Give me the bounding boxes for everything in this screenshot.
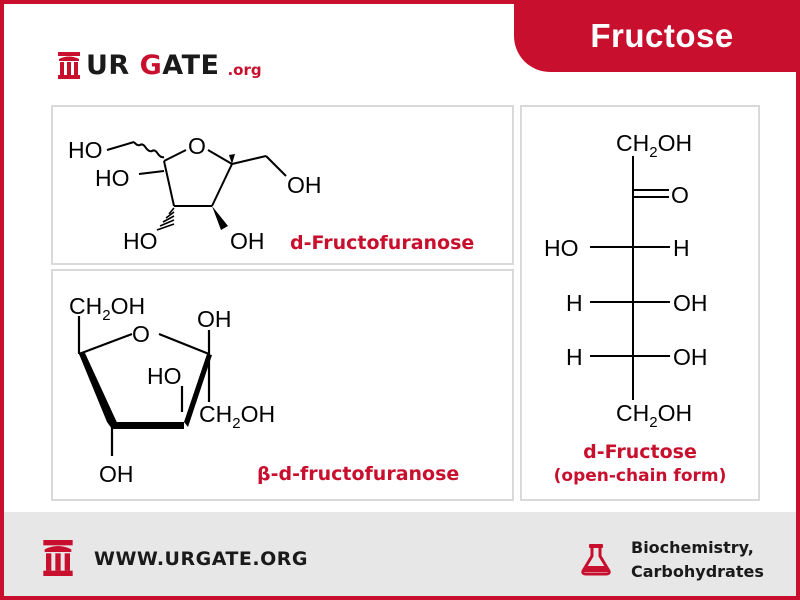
open-chain-caption: d-Fructose (open-chain form) [520, 440, 760, 488]
beta-ring-o: O [132, 321, 150, 347]
open-chain-oh-c5: OH [673, 344, 708, 370]
logo-wordmark: UR GATE [86, 50, 220, 81]
fructofuranose-structure: HO HO O OH HO OH [68, 133, 322, 254]
fructofuranose-oh-bottom: OH [230, 228, 265, 254]
open-chain-oh-c4: OH [673, 290, 708, 316]
logo-suffix: .org [227, 61, 262, 79]
urgate-logo[interactable]: UR GATE .org [58, 50, 262, 81]
fructofuranose-ho-top: HO [68, 137, 103, 163]
open-chain-structure: CH2OH O HO H H OH H OH CH2OH [544, 130, 708, 431]
open-chain-ho-c3: HO [544, 235, 579, 261]
open-chain-caption-line1: d-Fructose [583, 441, 697, 463]
fructofuranose-caption: d-Fructofuranose [290, 232, 475, 254]
title-tab: Fructose [514, 4, 796, 72]
open-chain-ch2oh-top: CH2OH [616, 130, 692, 161]
beta-fructofuranose-panel [51, 269, 514, 501]
beta-fructofuranose-caption: β-d-fructofuranose [257, 463, 460, 485]
open-chain-h-c4: H [566, 290, 583, 316]
beta-oh-top-right: OH [197, 306, 232, 332]
beta-oh-bottom: OH [99, 461, 134, 487]
category-label: Biochemistry, Carbohydrates [631, 536, 764, 584]
category-line1: Biochemistry, [631, 538, 754, 557]
open-chain-o: O [671, 182, 689, 208]
footer-url-link[interactable]: WWW.URGATE.ORG [94, 548, 308, 570]
urgate-logo-icon[interactable] [42, 540, 74, 576]
flask-icon [581, 544, 611, 576]
open-chain-h-c5: H [566, 344, 583, 370]
fructofuranose-ring-o: O [188, 133, 206, 159]
beta-ho-middle: HO [147, 363, 182, 389]
fructofuranose-panel [51, 105, 514, 265]
category-line2: Carbohydrates [631, 562, 764, 581]
page-title: Fructose [590, 17, 734, 54]
open-chain-h-c3: H [673, 235, 690, 261]
fructofuranose-oh-right: OH [287, 172, 322, 198]
footer: WWW.URGATE.ORG Biochemistry, Carbohydrat… [4, 512, 796, 596]
open-chain-caption-line2: (open-chain form) [553, 466, 727, 486]
open-chain-ch2oh-bottom: CH2OH [616, 400, 692, 431]
fructofuranose-ho-bottom: HO [123, 228, 158, 254]
beta-ch2oh-top: CH2OH [69, 293, 145, 324]
fructofuranose-ho-left: HO [95, 165, 130, 191]
beta-ch2oh-right: CH2OH [199, 401, 275, 432]
beta-fructofuranose-structure: CH2OH O OH HO CH2OH OH [69, 293, 275, 487]
urgate-logo-icon [58, 52, 80, 79]
